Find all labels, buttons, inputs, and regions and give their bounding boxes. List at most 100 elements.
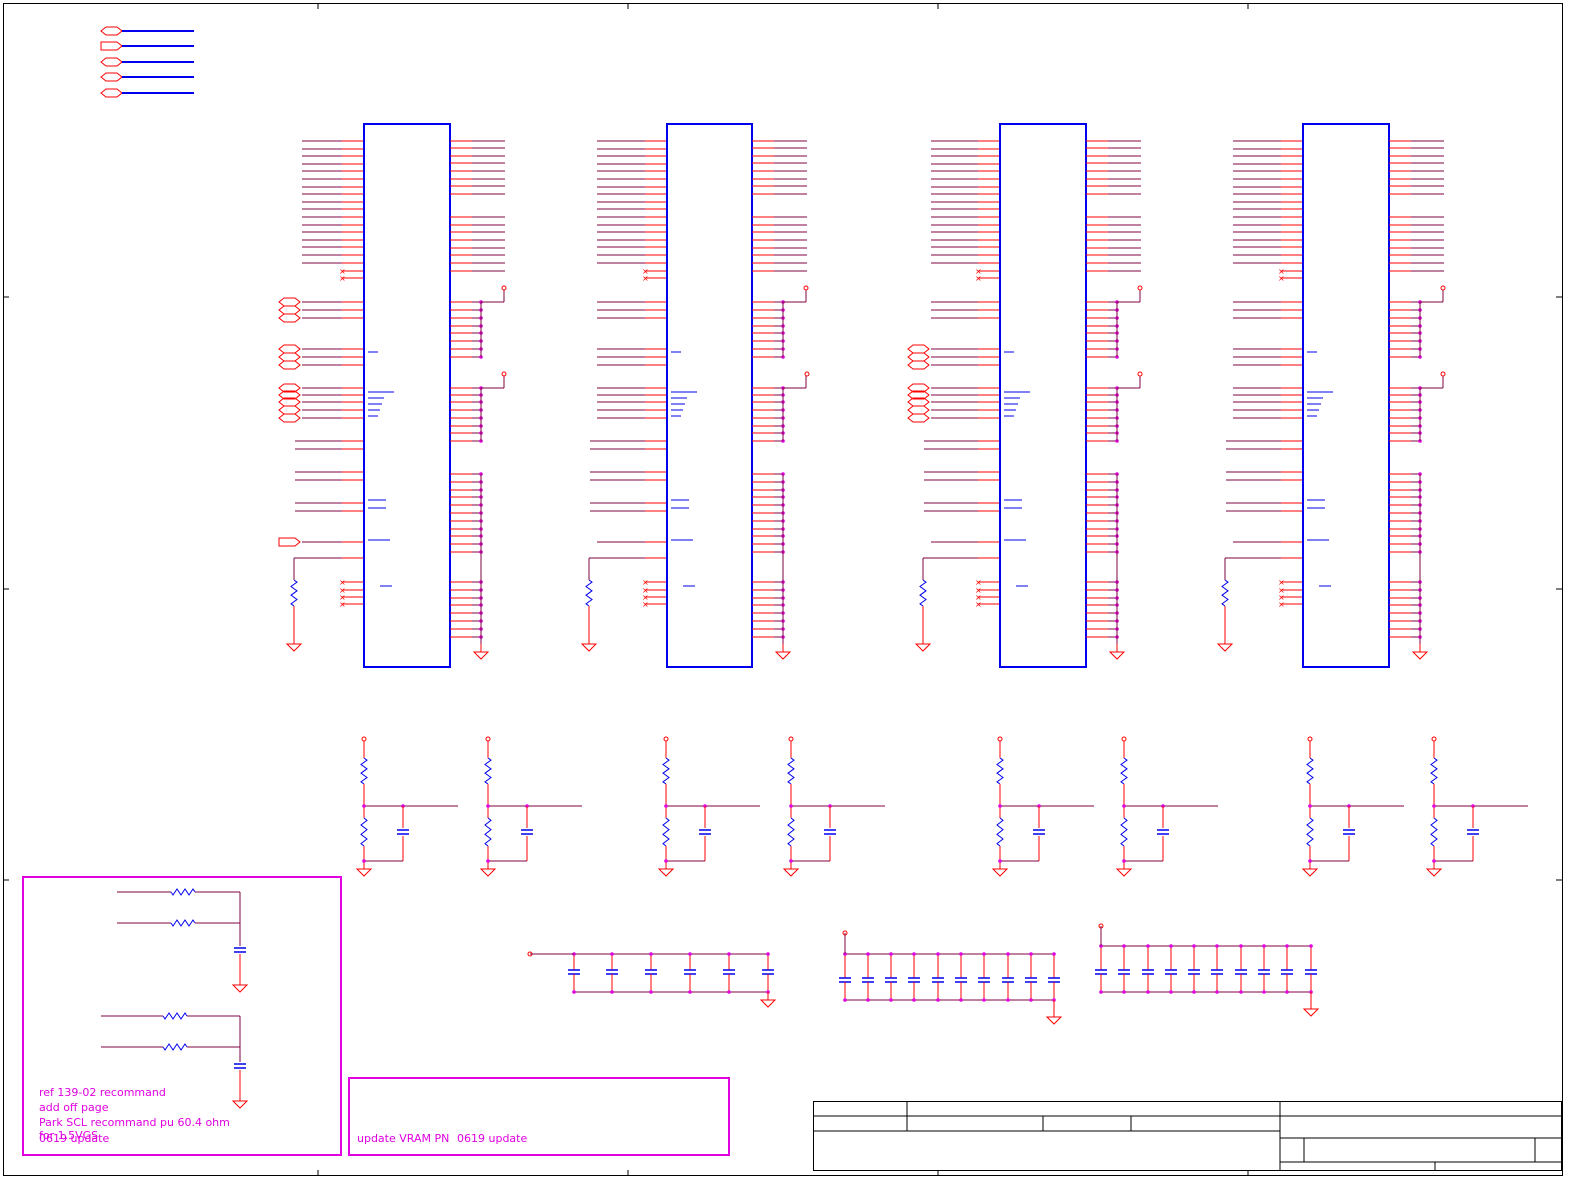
decoupling-capacitor-group [527,923,1320,1025]
nc-mark: × [1278,267,1285,276]
capacitor-icon [1033,829,1045,835]
resistor-icon [1306,757,1314,785]
nc-mark: × [975,578,982,587]
capacitor-icon [568,969,580,975]
offpage-connector-icon [278,305,301,315]
ground-symbol-icon [774,644,792,660]
junction-dot [664,804,668,808]
divider-circuit [1425,736,1528,877]
nc-mark: × [339,593,346,602]
ground-symbol-icon [231,977,249,993]
chip-body [999,123,1087,668]
resistor-icon [484,817,492,847]
junction-dot [1006,952,1010,956]
offpage-connector-icon [278,360,301,370]
note-offpage: add off page [39,1101,109,1114]
nc-mark: × [1278,274,1285,283]
ground-symbol-icon [1301,861,1319,877]
junction-dot [1215,990,1219,994]
capacitor-icon [978,977,990,983]
offpage-connector-icon [907,352,930,362]
resistor-icon [1120,817,1128,847]
nc-mark: × [339,586,346,595]
junction-dot [572,990,576,994]
offpage-connector-icon [907,383,930,393]
resistor-icon [585,579,593,607]
junction-dot [727,952,731,956]
resistor-icon [170,919,196,927]
ground-symbol-icon [1411,644,1429,660]
divider-circuit [1115,736,1218,877]
junction-dot [843,998,847,1002]
junction-dot [766,952,770,956]
capacitor-icon [908,977,920,983]
divider-circuit [991,736,1094,877]
pullup-circuit [101,888,249,1109]
capacitor-icon [1305,969,1317,975]
capacitor-icon [1211,969,1223,975]
junction-dot [1122,944,1126,948]
capacitor-icon [1157,829,1169,835]
resistor-icon [170,888,196,896]
capacitor-icon [234,1063,246,1069]
capacitor-icon [862,977,874,983]
junction-dot [1122,990,1126,994]
power-rail-icon [485,736,491,742]
resistor-icon [787,757,795,785]
vram-chip: ×××××× [580,123,810,668]
capacitor-icon [1165,969,1177,975]
junction-dot [889,952,893,956]
nc-mark: × [1278,578,1285,587]
junction-dot [1239,990,1243,994]
vram-chip-group: ×××××××××××××××××××××××× [278,123,1446,668]
junction-dot [1308,804,1312,808]
power-rail-icon [1137,285,1143,291]
capacitor-icon [397,829,409,835]
capacitor-icon [1188,969,1200,975]
junction-dot [1262,990,1266,994]
resistor-icon [1306,817,1314,847]
nc-mark: × [642,600,649,609]
ground-symbol-icon [991,861,1009,877]
resistor-icon [1221,579,1229,607]
ground-symbol-icon [1115,861,1133,877]
offpage-connector-icon [278,383,301,393]
junction-dot [959,952,963,956]
ground-symbol-icon [1302,1001,1320,1017]
capacitor-bank [527,951,777,1008]
vram-chip: ×××××× [1216,123,1446,668]
resistor-icon [996,757,1004,785]
power-rail-icon [997,736,1003,742]
junction-dot [1309,944,1313,948]
capacitor-icon [1467,829,1479,835]
divider-circuit [1301,736,1404,877]
capacitor-icon [1281,969,1293,975]
chip-body [1302,123,1390,668]
capacitor-icon [824,829,836,835]
junction-dot [1192,944,1196,948]
capacitor-icon [645,969,657,975]
capacitor-icon [1235,969,1247,975]
junction-dot [727,990,731,994]
power-rail-icon [501,371,507,377]
junction-dot [1169,944,1173,948]
note-update-right: 0619 update [457,1132,528,1145]
capacitor-icon [1258,969,1270,975]
nc-mark: × [975,267,982,276]
resistor-divider-group [355,736,1528,877]
divider-circuit [657,736,760,877]
power-rail-icon [361,736,367,742]
note-box-right [348,1077,730,1156]
nc-mark: × [339,578,346,587]
offpage-connector-icon [100,26,123,36]
ground-symbol-icon [1108,644,1126,660]
junction-dot [362,859,366,863]
junction-dot [1215,944,1219,948]
offpage-connector-icon [907,360,930,370]
nc-mark: × [1278,586,1285,595]
resistor-icon [919,579,927,607]
divider-circuit [782,736,885,877]
chip-body [666,123,753,668]
power-rail-icon [1307,736,1313,742]
capacitor-icon [1095,969,1107,975]
